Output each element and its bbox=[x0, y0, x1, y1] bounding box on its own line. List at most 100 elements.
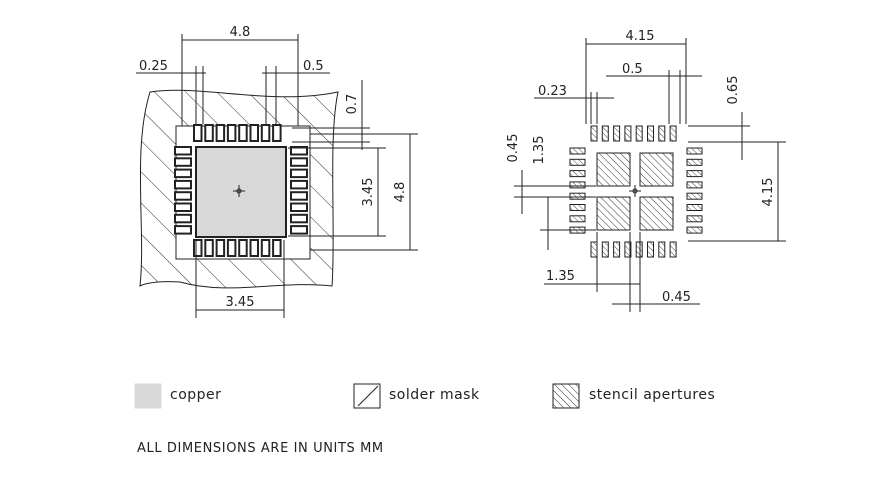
stencil-aperture bbox=[601, 241, 609, 258]
pad bbox=[204, 239, 214, 257]
stencil-aperture bbox=[686, 158, 703, 166]
pad bbox=[290, 191, 308, 201]
right-dim-height: 4.15 bbox=[761, 178, 776, 207]
stencil-aperture bbox=[686, 204, 703, 211]
stencil-aperture bbox=[686, 147, 703, 155]
right-dim-pad-length: 0.65 bbox=[726, 76, 741, 105]
pad bbox=[238, 239, 248, 257]
stencil-aperture bbox=[658, 125, 666, 142]
pad bbox=[174, 179, 192, 190]
left-dim-height: 4.8 bbox=[393, 182, 408, 203]
stencil-aperture bbox=[658, 241, 666, 258]
stencil-aperture bbox=[686, 170, 703, 178]
stencil-aperture bbox=[569, 215, 586, 223]
stencil-aperture bbox=[613, 125, 621, 142]
stencil-aperture bbox=[635, 241, 643, 258]
left-right-pads bbox=[290, 146, 308, 235]
pad bbox=[249, 124, 259, 142]
stencil-aperture bbox=[569, 204, 586, 211]
stencil-aperture bbox=[686, 226, 703, 234]
stencil-aperture bbox=[647, 125, 654, 142]
pad bbox=[226, 239, 237, 257]
pad bbox=[238, 124, 248, 142]
legend-stencil-label: stencil apertures bbox=[589, 387, 715, 403]
stencil-aperture bbox=[669, 125, 677, 142]
pad bbox=[174, 202, 192, 212]
pad bbox=[174, 191, 192, 201]
stencil-aperture bbox=[647, 241, 654, 258]
stencil-aperture bbox=[635, 125, 643, 142]
center-aperture-bl bbox=[596, 196, 631, 231]
left-dim-pitch: 0.5 bbox=[303, 59, 324, 74]
legend-solder-mask-label: solder mask bbox=[389, 387, 480, 403]
pad bbox=[290, 213, 308, 224]
center-aperture-tl bbox=[596, 152, 631, 187]
center-mark-icon bbox=[233, 185, 245, 197]
pad bbox=[290, 225, 308, 235]
right-dim-width: 4.15 bbox=[626, 29, 655, 44]
center-mark-icon bbox=[629, 185, 641, 197]
right-dim-gap-left: 0.45 bbox=[506, 134, 521, 163]
pad bbox=[193, 124, 203, 142]
left-top-pads bbox=[193, 124, 282, 142]
pad bbox=[226, 124, 237, 142]
right-dim-gap-bottom: 0.45 bbox=[662, 290, 691, 305]
stencil-aperture bbox=[624, 241, 632, 258]
center-aperture-br bbox=[639, 196, 674, 231]
right-bottom-apertures bbox=[590, 241, 677, 258]
pad bbox=[174, 146, 192, 156]
stencil-aperture bbox=[569, 158, 586, 166]
right-left-apertures bbox=[569, 147, 586, 234]
units-note: ALL DIMENSIONS ARE IN UNITS MM bbox=[137, 441, 384, 456]
pad bbox=[249, 239, 259, 257]
left-left-pads bbox=[174, 146, 192, 235]
pad bbox=[272, 124, 282, 142]
pad bbox=[215, 124, 226, 142]
pad bbox=[174, 213, 192, 224]
left-dim-pad-width: 0.25 bbox=[139, 59, 168, 74]
pad bbox=[290, 146, 308, 156]
left-dim-pad-length: 0.7 bbox=[345, 94, 360, 115]
stencil-aperture bbox=[613, 241, 621, 258]
right-dim-aperture-left: 1.35 bbox=[532, 136, 547, 165]
pad bbox=[215, 239, 226, 257]
stencil-aperture bbox=[686, 215, 703, 223]
left-view: 4.8 0.25 0.5 0.7 3.45 4.8 3.45 bbox=[136, 25, 418, 318]
stencil-aperture bbox=[569, 192, 586, 200]
pad bbox=[290, 179, 308, 190]
legend-copper-label: copper bbox=[170, 387, 221, 403]
pad bbox=[290, 202, 308, 212]
legend: copper solder mask stencil apertures bbox=[134, 383, 715, 409]
left-dim-epad-width: 3.45 bbox=[226, 295, 255, 310]
pad bbox=[260, 239, 271, 257]
stencil-aperture bbox=[590, 241, 598, 258]
right-top-apertures bbox=[590, 125, 677, 142]
stencil-aperture bbox=[569, 181, 586, 189]
right-dim-aperture-bottom: 1.35 bbox=[546, 269, 575, 284]
pad bbox=[272, 239, 282, 257]
pad bbox=[174, 225, 192, 235]
right-right-apertures bbox=[686, 147, 703, 234]
right-dim-pitch: 0.5 bbox=[622, 62, 643, 77]
left-bottom-pads bbox=[193, 239, 282, 257]
stencil-aperture bbox=[624, 125, 632, 142]
pad bbox=[290, 168, 308, 179]
left-dim-width: 4.8 bbox=[230, 25, 251, 40]
right-dim-pad-width: 0.23 bbox=[538, 84, 567, 99]
pad bbox=[204, 124, 214, 142]
stencil-aperture bbox=[569, 170, 586, 178]
stencil-aperture bbox=[569, 147, 586, 155]
right-view: 4.15 0.5 0.23 0.65 4.15 0.45 1.35 1 bbox=[506, 29, 786, 312]
stencil-swatch bbox=[552, 383, 580, 409]
left-dim-epad-height: 3.45 bbox=[361, 178, 376, 207]
solder-mask-swatch bbox=[353, 383, 381, 409]
pad bbox=[193, 239, 203, 257]
stencil-aperture bbox=[601, 125, 609, 142]
pad bbox=[290, 157, 308, 167]
pad bbox=[174, 168, 192, 179]
stencil-aperture bbox=[686, 181, 703, 189]
pad bbox=[174, 157, 192, 167]
pad bbox=[260, 124, 271, 142]
center-aperture-tr bbox=[639, 152, 674, 187]
